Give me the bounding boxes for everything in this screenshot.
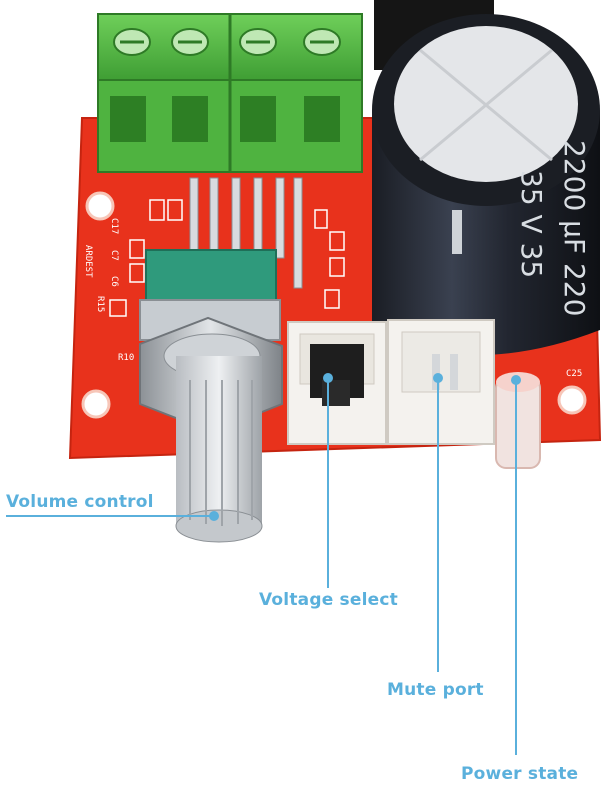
callout-lines [6, 373, 521, 755]
voltage-select-jumper [287, 321, 387, 445]
silkscreen-labels: ARDEST C17 C7 C6 R15 R10 C25 [83, 218, 582, 379]
svg-text:C6: C6 [109, 276, 119, 287]
svg-text:35 V 35: 35 V 35 [515, 170, 548, 278]
electrolytic-capacitor: 2200 µF 220 35 V 35 [372, 14, 600, 355]
svg-text:R10: R10 [118, 353, 134, 363]
volume-control-label: Volume control [6, 492, 154, 512]
svg-text:C25: C25 [566, 369, 582, 379]
svg-text:C17: C17 [109, 218, 119, 234]
power-state-label: Power state [461, 764, 579, 784]
voltage-select-label: Voltage select [259, 590, 398, 610]
svg-text:2200 µF 220: 2200 µF 220 [558, 140, 591, 316]
svg-text:C7: C7 [109, 250, 119, 261]
mount-hole [81, 389, 111, 419]
mount-hole [557, 385, 587, 415]
svg-text:R15: R15 [95, 296, 105, 312]
screw-terminal-block [97, 13, 363, 173]
svg-text:ARDEST: ARDEST [83, 245, 93, 278]
power-led [495, 372, 541, 469]
mount-hole [85, 191, 115, 221]
mute-port-label: Mute port [387, 680, 484, 700]
silkscreen-pads [109, 199, 345, 317]
volume-knob [139, 316, 283, 543]
